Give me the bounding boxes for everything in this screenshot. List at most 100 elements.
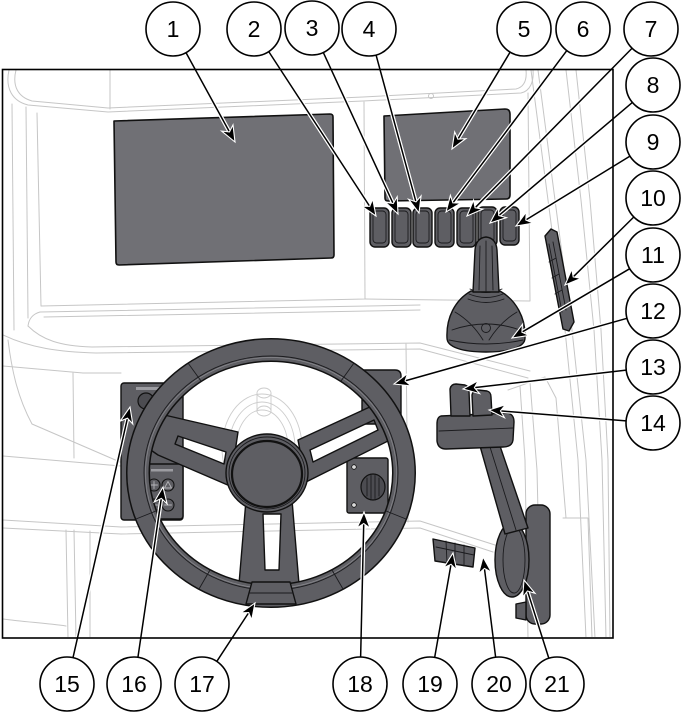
leader-stroke	[72, 417, 129, 659]
side-panel-vent	[548, 241, 567, 313]
rocker-switch-face	[437, 210, 452, 244]
leader-stroke	[137, 497, 163, 659]
callout-number: 15	[54, 671, 80, 697]
leader-line	[72, 405, 134, 659]
rocker-switch-bank	[369, 206, 520, 248]
mounting-screw	[351, 464, 357, 470]
joystick-base	[446, 290, 526, 353]
callout-number: 20	[486, 671, 512, 697]
callout-circle	[623, 1, 679, 57]
leader-line	[137, 485, 169, 659]
leader-stroke	[359, 522, 365, 658]
callout-14: 14	[487, 395, 681, 451]
arrowhead	[521, 578, 537, 600]
display-screen-right	[383, 108, 511, 202]
leader-line	[445, 49, 568, 214]
callout-number: 19	[417, 671, 443, 697]
callout-number: 6	[577, 16, 590, 42]
arrowhead	[442, 551, 458, 572]
rocker-switch-body	[391, 207, 412, 248]
callout-number: 11	[641, 242, 665, 268]
lower-console-line	[3, 519, 496, 546]
console-left-edge	[11, 103, 15, 331]
throttle-handle-seam	[438, 427, 514, 432]
rocker-switch-face	[394, 210, 409, 244]
callout-circle	[39, 656, 95, 712]
callout-number: 14	[640, 410, 666, 436]
rocker-switch	[369, 207, 390, 248]
callout-circle	[106, 656, 162, 712]
callout-19: 19	[402, 551, 458, 712]
callout-1: 1	[145, 1, 236, 144]
arrowhead	[355, 510, 372, 530]
leader-stroke	[483, 567, 497, 658]
triangle-icon	[164, 481, 172, 489]
callout-circle	[625, 170, 681, 226]
leader-stroke	[452, 49, 568, 204]
power-panel-label	[151, 469, 173, 472]
console-side-curve	[7, 339, 121, 463]
rocker-switch-body	[369, 207, 390, 248]
callout-number: 21	[544, 671, 570, 697]
callout-circle	[625, 283, 681, 339]
callout-circle	[625, 339, 681, 395]
joystick-pod-outline	[364, 92, 531, 302]
mounting-screw	[351, 502, 357, 508]
rocker-switch	[499, 206, 520, 246]
arrowhead	[461, 379, 482, 395]
steering-wheel	[126, 338, 416, 608]
leader-line	[216, 601, 256, 663]
joystick-handle-grip	[478, 240, 494, 292]
dash-top-edge-inner	[14, 70, 527, 109]
binnacle-knob-cap	[256, 387, 272, 399]
callout-3: 3	[284, 0, 399, 216]
rocker-switch-face	[372, 210, 387, 244]
leader-stroke	[375, 54, 417, 203]
binnacle-knob-cap	[256, 405, 272, 417]
callout-13: 13	[461, 339, 681, 395]
callout-7: 7	[465, 1, 679, 218]
leader-stroke	[268, 50, 371, 208]
leader-line	[521, 578, 550, 660]
throttle-mount-plate	[525, 504, 551, 625]
callout-number: 8	[647, 72, 660, 98]
rocker-switch-face	[415, 210, 430, 244]
shelf-front-edge	[27, 325, 531, 372]
leader-line	[510, 267, 631, 339]
leader-line	[488, 101, 634, 224]
callout-circle	[625, 395, 681, 451]
callout-circle	[625, 57, 681, 113]
shelf-back-edge	[27, 304, 421, 327]
callout-number: 12	[640, 298, 666, 324]
callout-6: 6	[445, 1, 611, 214]
callout-15: 15	[39, 405, 134, 712]
side-panel-line	[537, 70, 596, 637]
leader-line	[185, 51, 236, 144]
rocker-switch-face	[459, 210, 474, 244]
joystick	[446, 236, 526, 353]
lower-console-post	[73, 529, 77, 637]
console-left-edge-inner	[25, 106, 29, 319]
callout-circle	[145, 1, 201, 57]
leader-stroke	[499, 410, 627, 422]
arrowhead	[445, 193, 463, 214]
callout-number: 17	[189, 671, 215, 697]
leader-stroke	[404, 317, 628, 382]
callout-21: 21	[521, 578, 585, 712]
callout-2: 2	[226, 1, 377, 218]
knob-grip-ridges	[366, 475, 380, 499]
leader-stroke	[433, 563, 452, 659]
leader-line	[487, 403, 627, 422]
callout-number: 2	[248, 16, 261, 42]
rocker-switch	[412, 207, 433, 248]
plus-icon	[150, 481, 158, 489]
callout-circle	[625, 114, 681, 170]
trim-switch-block	[432, 538, 476, 568]
callout-20: 20	[471, 555, 527, 712]
callout-18: 18	[332, 510, 388, 712]
leader-line	[461, 369, 627, 395]
leader-stroke	[457, 51, 511, 140]
arrowhead	[238, 601, 256, 622]
callout-4: 4	[341, 1, 422, 215]
leader-stroke	[525, 155, 631, 221]
